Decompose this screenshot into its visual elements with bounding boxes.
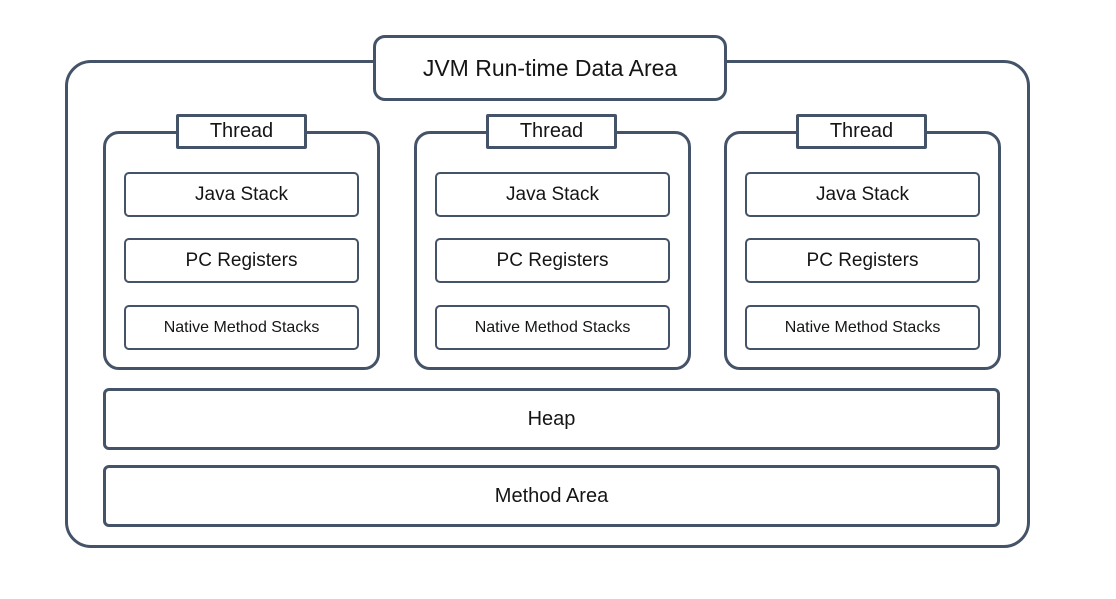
thread-container-3: Java Stack PC Registers Native Method St… [724,131,1001,370]
native-method-stacks-box: Native Method Stacks [435,305,670,350]
pc-registers-box: PC Registers [435,238,670,283]
thread-label-1: Thread [176,114,307,149]
thread-label-3: Thread [796,114,927,149]
heap-box: Heap [103,388,1000,450]
java-stack-box: Java Stack [745,172,980,217]
native-method-stacks-box: Native Method Stacks [124,305,359,350]
method-area-box: Method Area [103,465,1000,527]
java-stack-box: Java Stack [435,172,670,217]
pc-registers-box: PC Registers [745,238,980,283]
java-stack-box: Java Stack [124,172,359,217]
diagram-title: JVM Run-time Data Area [373,35,727,101]
thread-container-1: Java Stack PC Registers Native Method St… [103,131,380,370]
pc-registers-box: PC Registers [124,238,359,283]
native-method-stacks-box: Native Method Stacks [745,305,980,350]
thread-container-2: Java Stack PC Registers Native Method St… [414,131,691,370]
thread-label-2: Thread [486,114,617,149]
